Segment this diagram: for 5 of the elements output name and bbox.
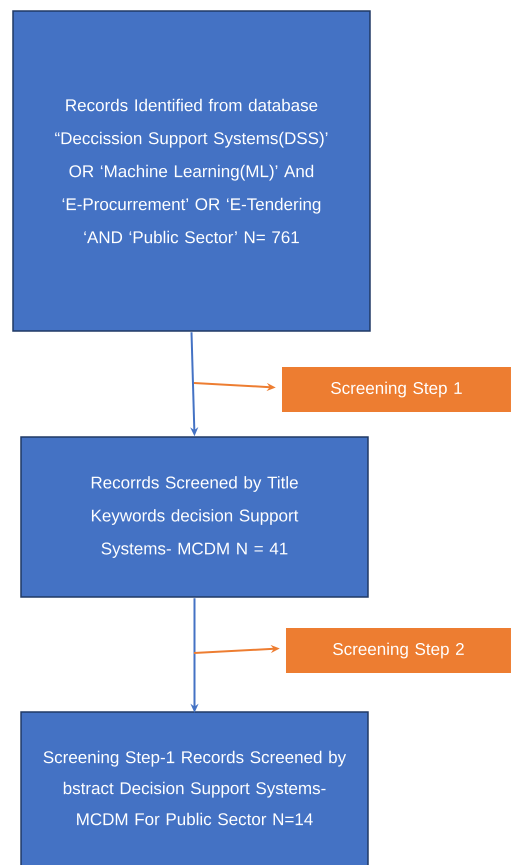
- step-box: Screening Step 2: [286, 628, 511, 673]
- process-box: Records Identified from database “Deccission Support Systems(DSS)’ OR ‘Machine Learning(ML)’ And ‘E-Procurrement’ OR ‘E-Tendering ‘AND ‘Public Sector’ N= 761: [12, 10, 371, 332]
- step-box: Screening Step 1: [282, 367, 511, 412]
- process-box: Recorrds Screened by Title Keywords decision Support Systems- MCDM N = 41: [20, 436, 369, 598]
- process-box: Screening Step-1 Records Screened by bstract Decision Support Systems-MCDM For Public Sector N=14: [20, 711, 369, 865]
